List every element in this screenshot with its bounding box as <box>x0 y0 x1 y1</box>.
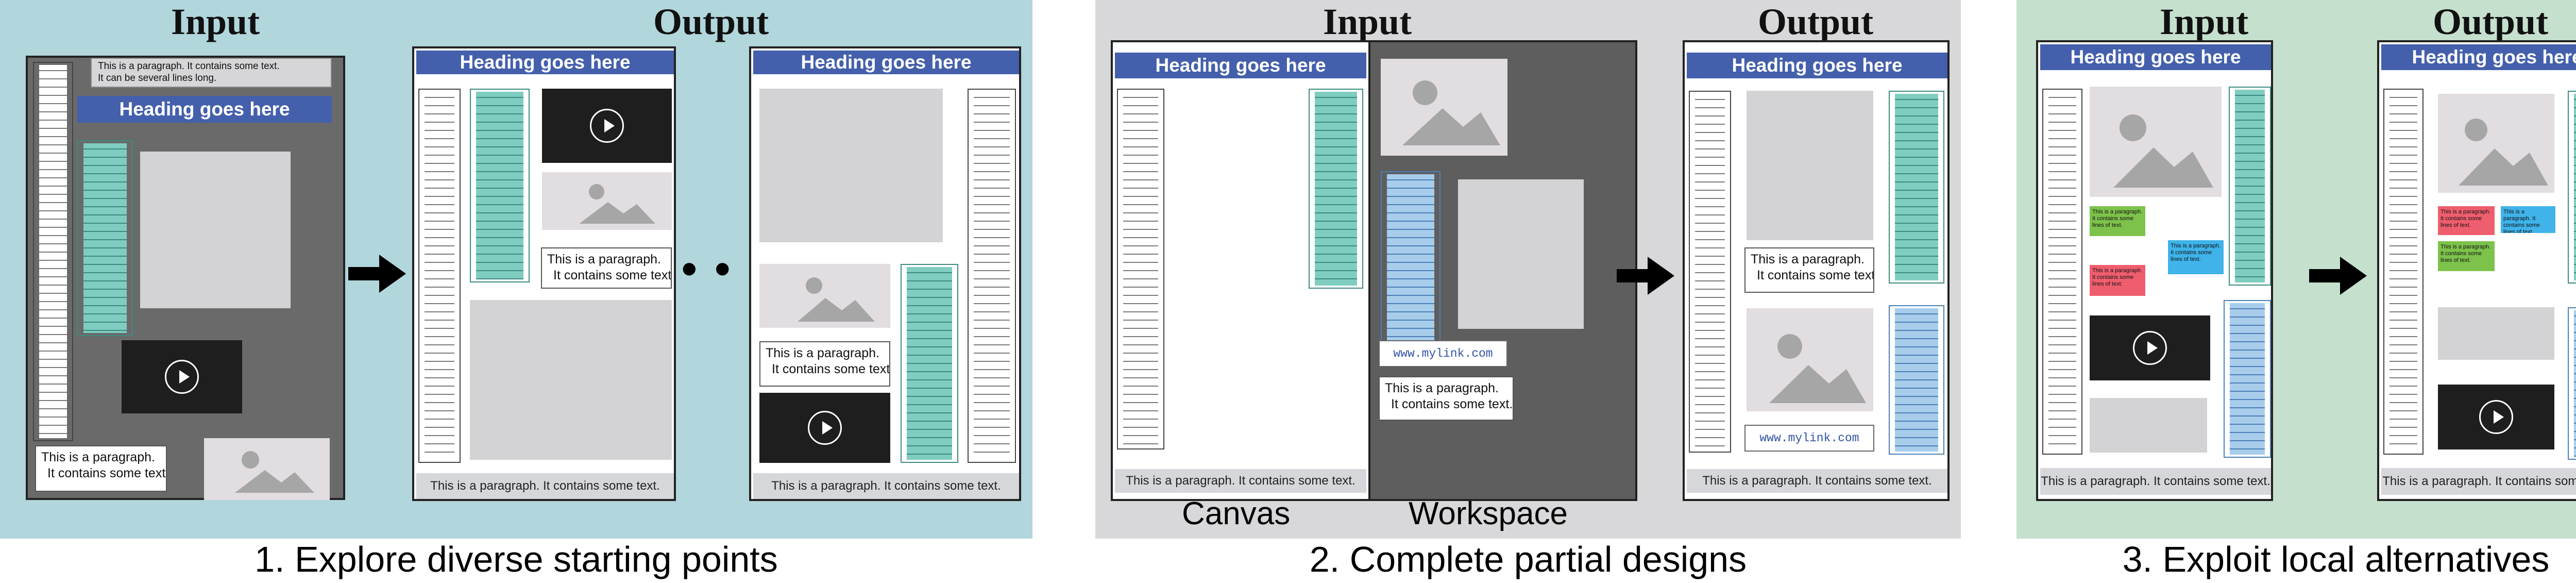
teal-list <box>2568 91 2576 284</box>
long-paragraph: This is a paragraph. It contains some te… <box>91 58 332 88</box>
input-frame: Heading goes here This is a paragraph. I… <box>1111 40 1637 501</box>
image-icon <box>579 184 655 224</box>
video-block <box>759 393 890 463</box>
output-layout-2: Heading goes here This is a paragraph.It… <box>749 46 1021 501</box>
input-canvas: This is a paragraph. It contains some te… <box>26 56 345 500</box>
image-icon <box>235 451 314 493</box>
exploit-panel: Input Output Heading goes here This is a… <box>2016 0 2576 579</box>
output-layout-1: Heading goes here This is a paragraph.It… <box>412 46 676 501</box>
canvas-label: Canvas <box>1182 496 1291 531</box>
image-icon <box>2113 114 2213 188</box>
text-list <box>418 89 461 463</box>
image-placeholder <box>542 172 672 230</box>
footer-bar: This is a paragraph. It contains some te… <box>416 473 674 499</box>
image-placeholder <box>759 264 890 328</box>
video-block <box>542 89 672 163</box>
paragraph-box: This is a paragraph.It contains some tex… <box>1744 247 1874 293</box>
text-list <box>1117 89 1164 449</box>
footer-bar: This is a paragraph. It contains some te… <box>2381 468 2576 495</box>
paragraph-box: This is a paragraph.It contains some tex… <box>1379 376 1514 421</box>
output-layout: Heading goes here This is a paragraph.It… <box>1683 40 1950 501</box>
explore-panel: Input Output This is a paragraph. It con… <box>0 0 1032 579</box>
green-sticky: This is a paragraph. It contains some li… <box>2090 206 2145 236</box>
image-placeholder <box>2090 87 2222 197</box>
footer-bar: This is a paragraph. It contains some te… <box>2040 468 2271 495</box>
video-block <box>122 340 242 413</box>
gray-block <box>140 152 291 308</box>
gray-block <box>2090 398 2207 453</box>
output-layout: Heading goes here This is a paragraph. I… <box>2377 40 2576 501</box>
input-title: Input <box>171 1 260 42</box>
blue-list <box>2568 307 2576 460</box>
image-icon <box>2459 119 2548 186</box>
image-icon <box>1769 334 1866 403</box>
input-layout: Heading goes here This is a paragraph. I… <box>2036 40 2273 501</box>
gray-block <box>1458 179 1584 329</box>
heading-bar: Heading goes here <box>753 51 1019 74</box>
blue-list <box>1889 305 1944 455</box>
gray-block <box>759 89 943 242</box>
gray-block <box>1747 91 1873 240</box>
blue-sticky: This is a paragraph. It contains some li… <box>2501 206 2555 233</box>
heading-bar: Heading goes here <box>1115 53 1366 78</box>
text-list <box>33 62 73 441</box>
footer-bar: This is a paragraph. It contains some te… <box>753 473 1019 499</box>
heading-bar: Heading goes here <box>416 51 674 74</box>
workspace-label: Workspace <box>1409 496 1568 531</box>
green-sticky: This is a paragraph. It contains some li… <box>2438 241 2495 271</box>
heading-bar: Heading goes here <box>1687 53 1947 78</box>
blue-list <box>2224 300 2271 458</box>
teal-list <box>470 89 530 282</box>
image-icon <box>798 277 875 322</box>
arrow-icon <box>1617 255 1679 296</box>
image-placeholder <box>1381 59 1507 156</box>
heading-bar: Heading goes here <box>2040 44 2271 70</box>
teal-list <box>1309 89 1363 289</box>
gray-block <box>470 300 672 460</box>
text-list <box>1689 91 1731 453</box>
caption-complete: 2. Complete partial designs <box>1309 539 1747 579</box>
teal-list <box>77 140 133 336</box>
blue-sticky: This is a paragraph. It contains some li… <box>2168 240 2224 274</box>
paragraph-box: This is a paragraph.It contains some tex… <box>759 341 890 387</box>
paragraph-box: This is a paragraph.It contains some tex… <box>541 247 672 289</box>
caption-explore: 1. Explore diverse starting points <box>255 539 778 579</box>
video-block <box>2090 315 2210 380</box>
image-placeholder <box>204 438 330 500</box>
image-placeholder <box>1747 308 1873 411</box>
arrow-icon <box>348 253 410 294</box>
caption-exploit: 3. Exploit local alternatives <box>2122 539 2550 579</box>
complete-panel: Input Output Heading goes here This is a… <box>1095 0 1961 579</box>
input-title: Input <box>2159 1 2249 42</box>
red-sticky: This is a paragraph. It contains some li… <box>2438 206 2495 235</box>
red-sticky: This is a paragraph. It contains some li… <box>2090 265 2145 296</box>
heading-bar: Heading goes here <box>77 96 332 123</box>
gray-block <box>2438 307 2554 360</box>
teal-list <box>2229 87 2271 286</box>
text-list <box>2383 89 2424 455</box>
heading-bar: Heading goes here <box>2381 44 2576 70</box>
arrow-icon <box>2309 255 2371 296</box>
teal-list <box>1889 91 1944 284</box>
input-title: Input <box>1323 1 1412 42</box>
workspace-area: www.mylink.com This is a paragraph.It co… <box>1368 42 1635 499</box>
output-title: Output <box>2432 1 2549 42</box>
text-list <box>968 89 1016 463</box>
image-icon <box>1402 80 1500 145</box>
blue-list <box>1381 171 1440 360</box>
text-list <box>2042 89 2082 455</box>
teal-list <box>901 264 958 463</box>
image-placeholder <box>2438 94 2554 193</box>
output-title: Output <box>1757 1 1874 42</box>
link-box: www.mylink.com <box>1379 340 1507 367</box>
footer-bar: This is a paragraph. It contains some te… <box>1115 469 1366 493</box>
footer-bar: This is a paragraph. It contains some te… <box>1687 469 1947 493</box>
paragraph-box: This is a paragraph.It contains some tex… <box>35 445 167 492</box>
link-box: www.mylink.com <box>1744 425 1874 452</box>
video-block <box>2438 385 2554 449</box>
output-title: Output <box>653 1 769 42</box>
